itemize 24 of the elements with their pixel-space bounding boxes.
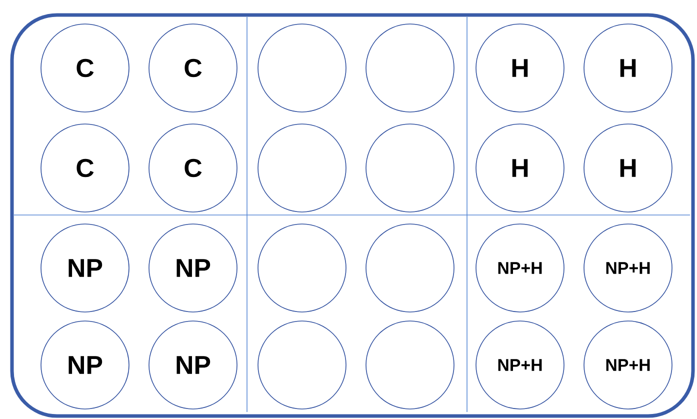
empty-well <box>258 24 346 112</box>
labeled-well: NP <box>40 320 130 410</box>
labeled-well: NP+H <box>584 320 672 410</box>
labeled-well: C <box>40 124 130 212</box>
labeled-well: NP <box>40 224 130 312</box>
labeled-well: H <box>476 124 564 212</box>
labeled-well: C <box>40 24 130 112</box>
labeled-well: H <box>584 24 672 112</box>
labeled-well: H <box>584 124 672 212</box>
empty-well <box>258 124 346 212</box>
labeled-well: NP+H <box>584 224 672 312</box>
empty-well <box>366 124 454 212</box>
empty-well <box>366 224 454 312</box>
labeled-well: NP <box>148 320 238 410</box>
labeled-well: C <box>148 124 238 212</box>
labeled-well: H <box>476 24 564 112</box>
labeled-well: NP <box>148 224 238 312</box>
empty-well <box>366 320 454 410</box>
labeled-well: C <box>148 24 238 112</box>
labeled-well: NP+H <box>476 224 564 312</box>
labeled-well: NP+H <box>476 320 564 410</box>
empty-well <box>366 24 454 112</box>
empty-well <box>258 320 346 410</box>
empty-well <box>258 224 346 312</box>
